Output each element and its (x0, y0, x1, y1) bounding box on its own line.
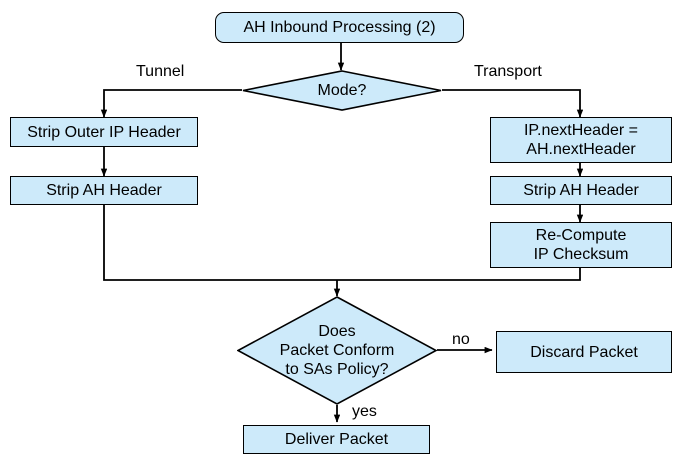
node-recompute-checksum[interactable]: Re-Compute IP Checksum (490, 222, 672, 268)
node-deliver-packet[interactable]: Deliver Packet (243, 425, 430, 454)
mode-decision-label: Mode? (317, 82, 367, 99)
edge-transport-merge (337, 268, 581, 281)
edge-transport (442, 89, 584, 118)
edge-tunnel (100, 89, 242, 118)
policy-diamond-shape (237, 296, 437, 405)
edge-label-no: no (452, 331, 470, 348)
mode-diamond-shape (242, 70, 442, 111)
node-mode-decision[interactable]: Mode? (242, 70, 442, 111)
node-set-next-header[interactable]: IP.nextHeader = AH.nextHeader (490, 117, 672, 163)
edge-label-yes: yes (352, 403, 377, 420)
node-strip-ah-header-transport[interactable]: Strip AH Header (490, 176, 672, 205)
edge-tunnel-merge (103, 205, 337, 281)
node-policy-decision[interactable]: Does Packet Conform to SAs Policy? (237, 296, 437, 405)
policy-decision-label: Does Packet Conform to SAs Policy? (279, 323, 395, 378)
edge-label-transport: Transport (474, 63, 542, 80)
node-start[interactable]: AH Inbound Processing (2) (215, 12, 464, 43)
edge-label-tunnel: Tunnel (136, 63, 185, 80)
node-strip-ah-header-tunnel[interactable]: Strip AH Header (10, 176, 198, 205)
node-discard-packet[interactable]: Discard Packet (496, 331, 672, 373)
node-strip-outer-ip-header[interactable]: Strip Outer IP Header (10, 117, 198, 147)
